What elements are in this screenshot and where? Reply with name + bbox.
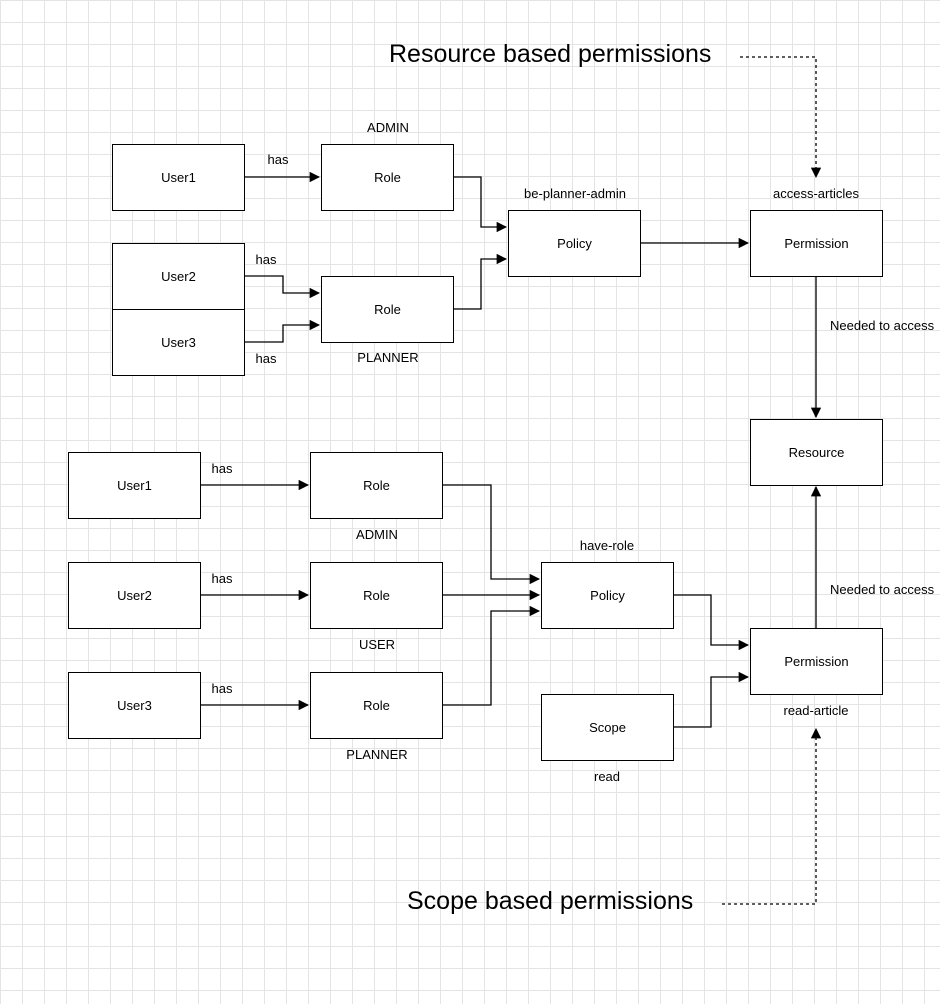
node-bottom-policy[interactable]: Policy bbox=[541, 562, 674, 629]
edge-bottom-role-admin-policy bbox=[443, 484, 541, 585]
label-bottom-user: USER bbox=[358, 637, 396, 652]
edge-top-user3-role-planner bbox=[245, 319, 321, 343]
node-top-permission[interactable]: Permission bbox=[750, 210, 883, 277]
node-bottom-permission[interactable]: Permission bbox=[750, 628, 883, 695]
edge-bottom-role-planner-policy bbox=[443, 605, 541, 706]
label-top-admin: ADMIN bbox=[367, 120, 409, 135]
node-top-role-planner[interactable]: Role bbox=[321, 276, 454, 343]
node-bottom-scope[interactable]: Scope bbox=[541, 694, 674, 761]
label-bottom-planner: PLANNER bbox=[346, 747, 408, 762]
node-bottom-role-admin[interactable]: Role bbox=[310, 452, 443, 519]
label-bottom-has-3: has bbox=[211, 681, 233, 696]
node-bottom-user3[interactable]: User3 bbox=[68, 672, 201, 739]
node-bottom-role-user[interactable]: Role bbox=[310, 562, 443, 629]
node-top-user2[interactable]: User2 bbox=[112, 243, 245, 310]
node-bottom-user2[interactable]: User2 bbox=[68, 562, 201, 629]
label-top-has-1: has bbox=[267, 152, 289, 167]
label-top-has-2: has bbox=[255, 252, 277, 267]
node-top-user1[interactable]: User1 bbox=[112, 144, 245, 211]
label-top-has-3: has bbox=[255, 351, 277, 366]
heading-resource-based: Resource based permissions bbox=[389, 40, 712, 68]
label-bottom-admin: ADMIN bbox=[356, 527, 398, 542]
label-top-policy-name: be-planner-admin bbox=[524, 186, 626, 201]
label-bottom-has-1: has bbox=[211, 461, 233, 476]
label-bottom-has-2: has bbox=[211, 571, 233, 586]
edge-top-role-admin-policy bbox=[454, 176, 508, 233]
label-top-needed-to-access: Needed to access bbox=[830, 318, 935, 333]
node-top-policy[interactable]: Policy bbox=[508, 210, 641, 277]
edge-bottom-scope-permission bbox=[674, 671, 750, 728]
label-bottom-permission-name: read-article bbox=[783, 703, 849, 718]
heading-scope-based: Scope based permissions bbox=[407, 887, 694, 915]
node-bottom-user1[interactable]: User1 bbox=[68, 452, 201, 519]
label-top-planner: PLANNER bbox=[357, 350, 419, 365]
label-bottom-needed-to-access: Needed to access bbox=[830, 582, 935, 597]
label-top-permission-name: access-articles bbox=[773, 186, 859, 201]
edge-top-role-planner-policy bbox=[454, 253, 508, 310]
label-bottom-scope-name: read bbox=[593, 769, 621, 784]
edge-bottom-policy-permission bbox=[674, 594, 750, 651]
node-top-user3[interactable]: User3 bbox=[112, 309, 245, 376]
node-resource[interactable]: Resource bbox=[750, 419, 883, 486]
edge-resource-heading-pointer bbox=[740, 56, 822, 179]
edge-scope-heading-pointer bbox=[722, 727, 822, 905]
label-bottom-policy-name: have-role bbox=[579, 538, 635, 553]
node-bottom-role-planner[interactable]: Role bbox=[310, 672, 443, 739]
edge-top-user2-role-planner bbox=[245, 275, 321, 299]
node-top-role-admin[interactable]: Role bbox=[321, 144, 454, 211]
